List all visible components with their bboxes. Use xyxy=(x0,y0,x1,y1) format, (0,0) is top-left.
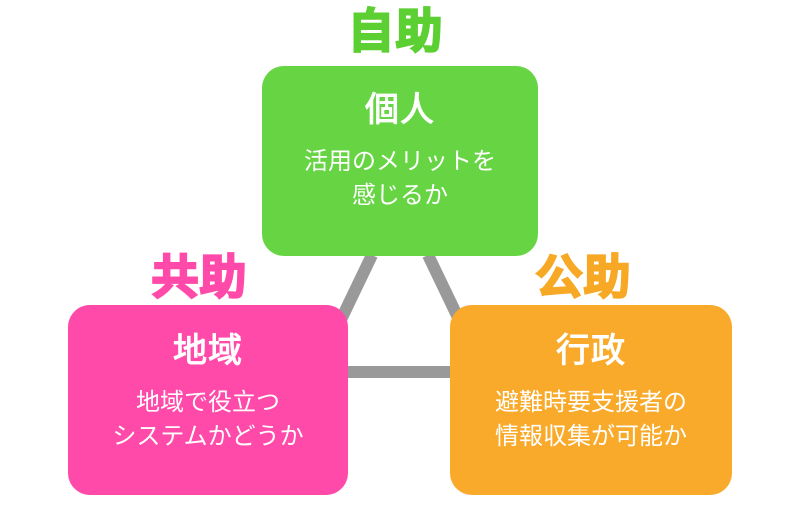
box-individual-line2: 感じるか xyxy=(352,181,448,209)
box-individual: 個人 活用のメリットを 感じるか xyxy=(262,66,538,256)
box-community-title: 地域 xyxy=(173,331,243,371)
box-government-line2: 情報収集が可能か xyxy=(495,422,687,450)
box-government-body: 避難時要支援者の 情報収集が可能か xyxy=(450,385,732,453)
box-individual-title: 個人 xyxy=(365,90,435,130)
box-community-body: 地域で役立つ システムかどうか xyxy=(68,385,348,453)
box-government: 行政 避難時要支援者の 情報収集が可能か xyxy=(450,305,732,495)
box-individual-line1: 活用のメリットを xyxy=(304,147,496,175)
box-community-line1: 地域で役立つ xyxy=(136,388,280,416)
box-government-line1: 避難時要支援者の xyxy=(495,388,687,416)
label-public-help: 公助 xyxy=(535,250,632,304)
box-individual-body: 活用のメリットを 感じるか xyxy=(262,144,538,212)
box-community: 地域 地域で役立つ システムかどうか xyxy=(68,305,348,495)
label-self-help: 自助 xyxy=(347,4,444,58)
box-community-line2: システムかどうか xyxy=(112,422,304,450)
box-government-title: 行政 xyxy=(556,331,626,371)
label-mutual-help: 共助 xyxy=(151,250,248,304)
